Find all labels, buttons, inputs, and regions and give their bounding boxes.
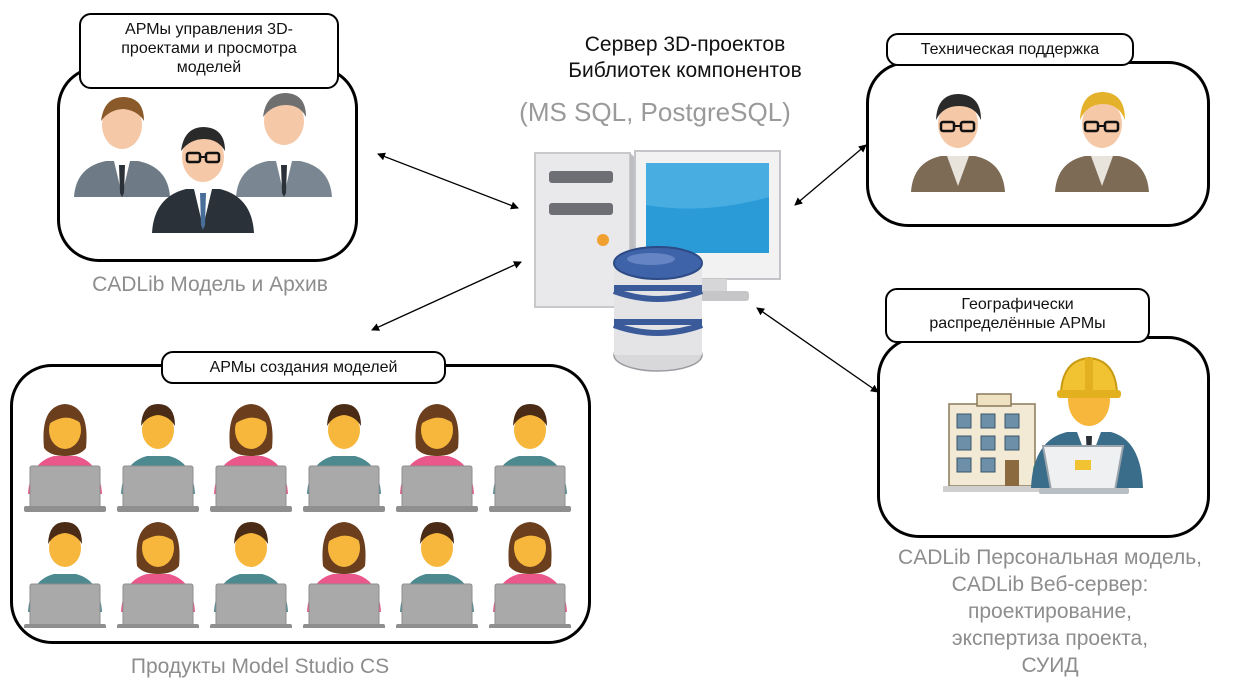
engineer-icon xyxy=(1031,356,1143,494)
support-person-icon-left xyxy=(911,94,1005,192)
distributed-frame xyxy=(877,336,1210,538)
modeling-workers-grid xyxy=(24,404,571,628)
manager-icon-left xyxy=(74,97,170,197)
manager-icon-center xyxy=(152,127,254,233)
management-people-icons xyxy=(74,93,332,233)
worker-icon-female xyxy=(117,522,199,628)
engineer-with-building-icon xyxy=(943,356,1143,494)
arrow-support-server xyxy=(794,144,867,206)
worker-icon-female xyxy=(24,404,106,512)
support-tag: Техническая поддержка xyxy=(886,33,1134,66)
distributed-caption-line1: CADLib Персональная модель, xyxy=(898,546,1202,569)
modeling-caption: Продукты Model Studio CS xyxy=(130,655,390,678)
distributed-caption-line2: CADLib Веб-сервер: xyxy=(951,573,1149,596)
management-tag: АРМы управления 3D- проектами и просмотр… xyxy=(79,13,339,89)
distributed-caption-line3: проектирование, xyxy=(968,600,1132,623)
arrow-modeling-server xyxy=(371,261,522,331)
management-tag-line2: проектами и просмотра xyxy=(121,40,297,57)
distributed-tag-line2: распределённые АРМы xyxy=(929,315,1106,332)
arrow-distributed-server xyxy=(756,307,879,393)
worker-icon-female xyxy=(489,522,571,628)
management-tag-line1: АРМы управления 3D- xyxy=(125,21,293,38)
worker-icon-male xyxy=(210,522,292,628)
building-icon xyxy=(943,393,1063,492)
distributed-caption: CADLib Персональная модель, CADLib Веб-с… xyxy=(860,544,1240,679)
management-caption: CADLib Модель и Архив xyxy=(92,273,328,296)
manager-icon-right xyxy=(236,93,332,197)
distributed-caption-line5: СУИД xyxy=(1021,654,1079,677)
arrow-management-server xyxy=(377,152,519,210)
distributed-caption-line4: экспертиза проекта, xyxy=(951,627,1149,650)
worker-icon-female xyxy=(210,404,292,512)
server-computer-icon xyxy=(534,150,781,372)
worker-icon-male xyxy=(303,404,385,512)
server-databases: (MS SQL, PostgreSQL) xyxy=(519,97,791,127)
server-title-line1: Сервер 3D-проектов xyxy=(584,33,786,56)
worker-icon-male xyxy=(24,522,106,628)
worker-icon-male xyxy=(117,404,199,512)
distributed-tag: Географически распределённые АРМы xyxy=(885,288,1150,343)
support-people-icons xyxy=(911,92,1149,192)
worker-icon-male xyxy=(396,522,478,628)
support-frame xyxy=(866,61,1210,227)
modeling-tag: АРМы создания моделей xyxy=(161,351,446,384)
support-person-icon-right xyxy=(1055,92,1149,192)
worker-icon-male xyxy=(489,404,571,512)
management-tag-line3: моделей xyxy=(176,59,242,76)
distributed-tag-line1: Географически xyxy=(961,296,1074,313)
worker-icon-female xyxy=(303,522,385,628)
worker-icon-female xyxy=(396,404,478,512)
server-title-line2: Библиотек компонентов xyxy=(568,59,802,82)
server-title: Сервер 3D-проектов Библиотек компонентов xyxy=(520,32,850,84)
